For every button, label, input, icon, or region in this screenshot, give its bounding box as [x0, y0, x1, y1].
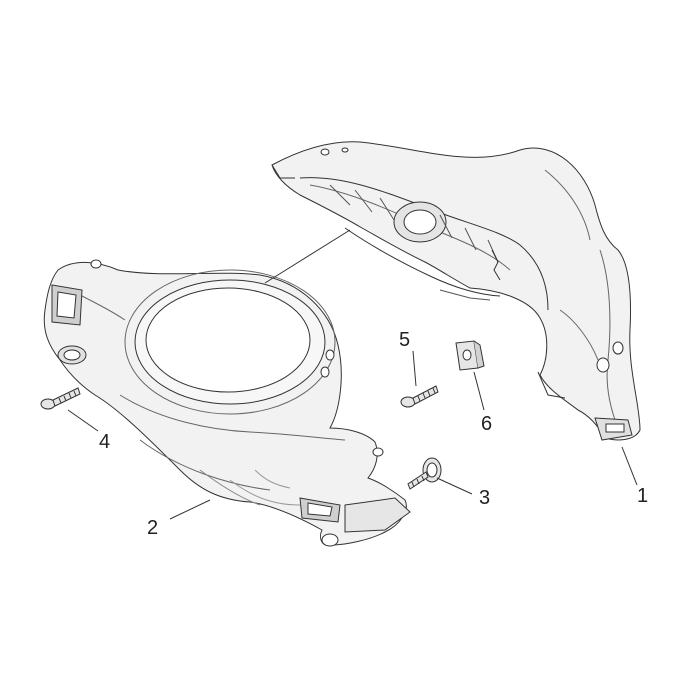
leader-line-callout-1: [621, 446, 638, 486]
callout-6: 6: [481, 413, 493, 435]
callout-2: 2: [147, 517, 159, 539]
leader-lines: [67, 229, 638, 520]
leader-line-callout-6: [473, 371, 485, 411]
leader-line-1: [264, 229, 351, 284]
callout-3: 3: [479, 487, 491, 509]
front-handlebar-cover: [44, 260, 410, 546]
callout-1: 1: [637, 485, 649, 507]
rear-handlebar-cover: [272, 142, 640, 440]
callout-5: 5: [399, 329, 411, 351]
callout-4: 4: [99, 431, 111, 453]
leader-line-callout-4: [67, 409, 99, 432]
clip-nut: [456, 341, 484, 370]
leader-line-callout-3: [436, 477, 473, 495]
leader-line-callout-2: [169, 499, 211, 520]
leader-line-callout-5: [412, 350, 417, 387]
screw-4: [41, 388, 80, 409]
screw-3: [408, 458, 441, 489]
screw-5: [401, 386, 438, 407]
